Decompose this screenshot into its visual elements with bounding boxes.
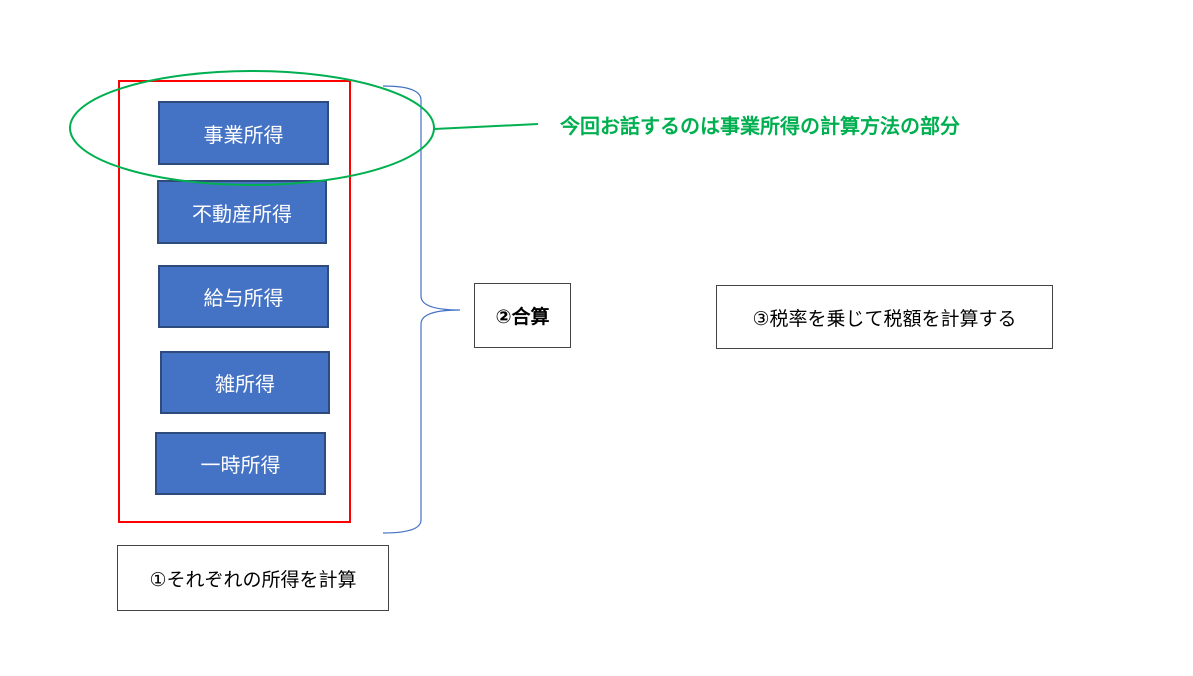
income-box-temporary: 一時所得 [155, 432, 326, 495]
step2-box: ②合算 [474, 283, 571, 348]
step3-box: ③税率を乗じて税額を計算する [716, 285, 1053, 349]
sum-brace [382, 85, 461, 534]
income-box-real-estate: 不動産所得 [157, 180, 327, 244]
step1-box: ①それぞれの所得を計算 [117, 545, 389, 611]
income-box-misc: 雑所得 [160, 351, 330, 414]
income-box-business: 事業所得 [158, 101, 329, 165]
callout-connector [433, 123, 539, 130]
income-box-salary: 給与所得 [158, 265, 329, 328]
callout-text: 今回お話するのは事業所得の計算方法の部分 [560, 114, 960, 138]
